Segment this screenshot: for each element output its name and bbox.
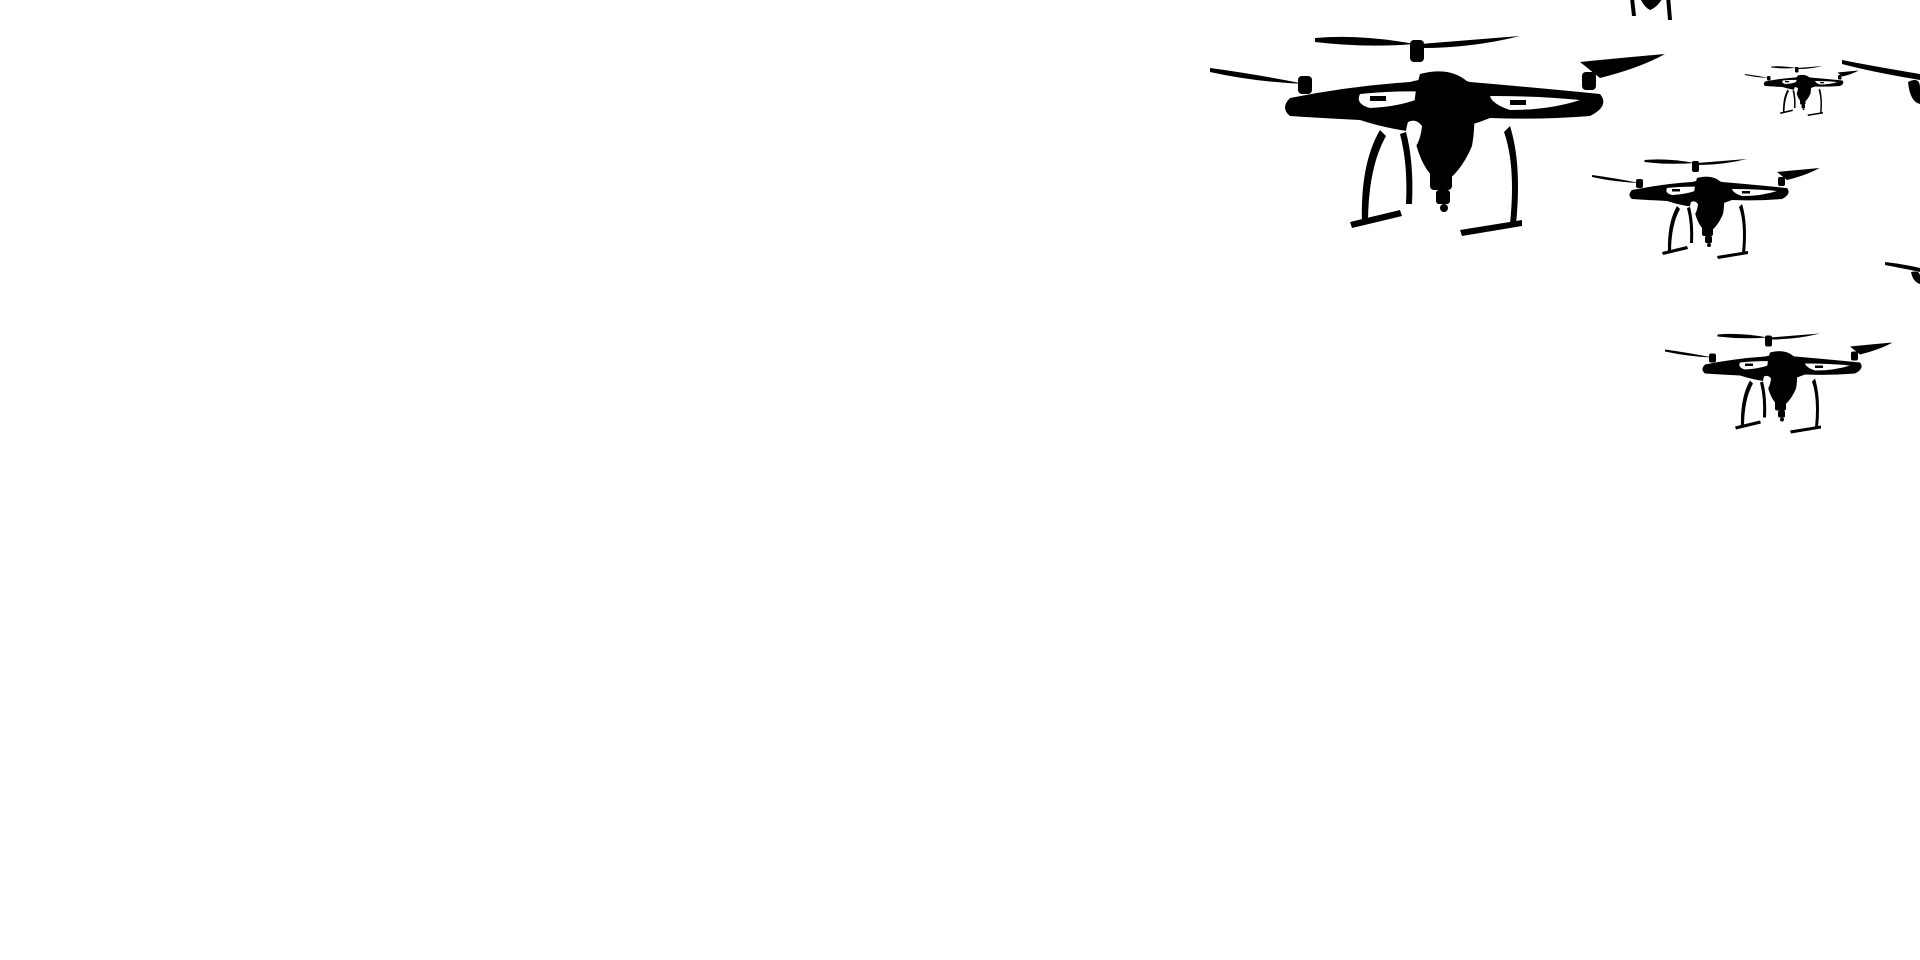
drone-medium	[1592, 158, 1822, 268]
drone-top-partial	[1620, 0, 1680, 22]
drone-edge-partial-middle	[1885, 258, 1920, 284]
drone-lower	[1665, 330, 1895, 445]
drone-edge-partial-top	[1842, 54, 1920, 114]
